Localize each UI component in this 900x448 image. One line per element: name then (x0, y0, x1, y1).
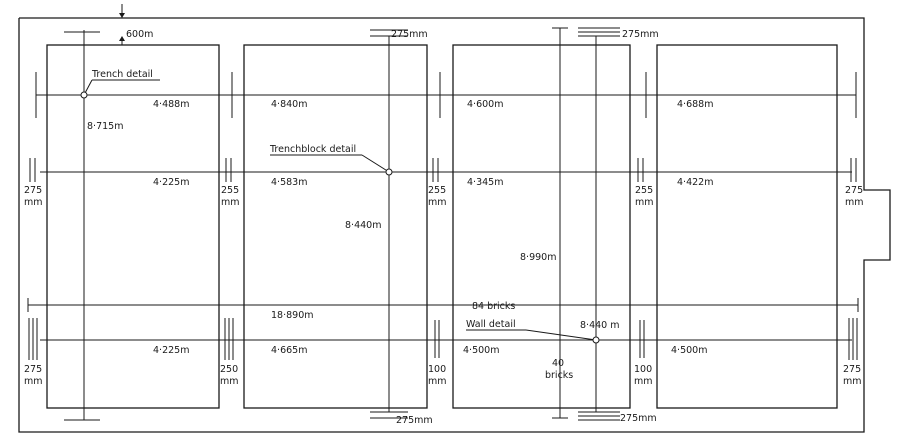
overall-length-label: 18·890m (271, 310, 314, 321)
wall-label-row2-1-unit: mm (24, 197, 43, 208)
wall-label-row3-4-num: 100 (634, 364, 652, 375)
callout-275-bottom-a: 275mm (396, 415, 433, 426)
top-arrow-head (119, 13, 125, 18)
wall-label-row3-3-num: 100 (428, 364, 446, 375)
room-3 (452, 44, 631, 409)
span-row1-4: 4·688m (677, 99, 713, 110)
wall-label-row2-2-num: 255 (221, 185, 239, 196)
leader-trenchblock (361, 154, 390, 173)
site-boundary (18, 17, 891, 433)
brick-col-unit: bricks (545, 370, 573, 381)
span-row2-1: 4·225m (153, 177, 189, 188)
wall-label-row3-3-unit: mm (428, 376, 447, 387)
room-1 (46, 44, 220, 409)
wall-label-row3-2-num: 250 (220, 364, 238, 375)
vert-label-8440b: 8·440 m (580, 320, 619, 331)
vert-label-8990: 8·990m (520, 252, 556, 263)
wall-label-row2-5-unit: mm (845, 197, 864, 208)
dim-600-label: 600m (126, 29, 153, 40)
vert-label-8715: 8·715m (87, 121, 123, 132)
brick-col-num: 40 (552, 358, 564, 369)
wall-label-row2-5-num: 275 (845, 185, 863, 196)
arrow-600-head (119, 36, 125, 41)
span-row3-2: 4·665m (271, 345, 307, 356)
span-row2-3: 4·345m (467, 177, 503, 188)
span-row1-2: 4·840m (271, 99, 307, 110)
trench-detail-point (80, 91, 88, 99)
wall-label-row3-1-num: 275 (24, 364, 42, 375)
wall-label-row2-2-unit: mm (221, 197, 240, 208)
span-row1-1: 4·488m (153, 99, 189, 110)
callout-275-top-b: 275mm (622, 29, 659, 40)
span-row2-2: 4·583m (271, 177, 307, 188)
room-2 (243, 44, 428, 409)
wall-label-row3-5-num: 275 (843, 364, 861, 375)
wall-detail-label: Wall detail (466, 319, 516, 330)
callout-275-bottom-b: 275mm (620, 413, 657, 424)
wall-label-row3-5-unit: mm (843, 376, 862, 387)
wall-label-row2-4-num: 255 (635, 185, 653, 196)
vert-label-8440a: 8·440m (345, 220, 381, 231)
brick-row-label: 84 bricks (472, 301, 515, 312)
wall-label-row2-1-num: 275 (24, 185, 42, 196)
trenchblock-detail-label: Trenchblock detail (269, 144, 356, 155)
trench-detail-label: Trench detail (91, 69, 153, 80)
wall-label-row3-1-unit: mm (24, 376, 43, 387)
wall-label-row3-2-unit: mm (220, 376, 239, 387)
span-row1-3: 4·600m (467, 99, 503, 110)
leader-wall (525, 329, 597, 341)
span-row2-4: 4·422m (677, 177, 713, 188)
wall-label-row3-4-unit: mm (634, 376, 653, 387)
wall-label-row2-3-unit: mm (428, 197, 447, 208)
span-row3-1: 4·225m (153, 345, 189, 356)
trenchblock-detail-point (385, 168, 393, 176)
wall-label-row2-4-unit: mm (635, 197, 654, 208)
wall-label-row2-3-num: 255 (428, 185, 446, 196)
room-4 (656, 44, 838, 409)
wall-detail-point (592, 336, 600, 344)
span-row3-3: 4·500m (463, 345, 499, 356)
callout-275-top-a: 275mm (391, 29, 428, 40)
span-row3-4: 4·500m (671, 345, 707, 356)
